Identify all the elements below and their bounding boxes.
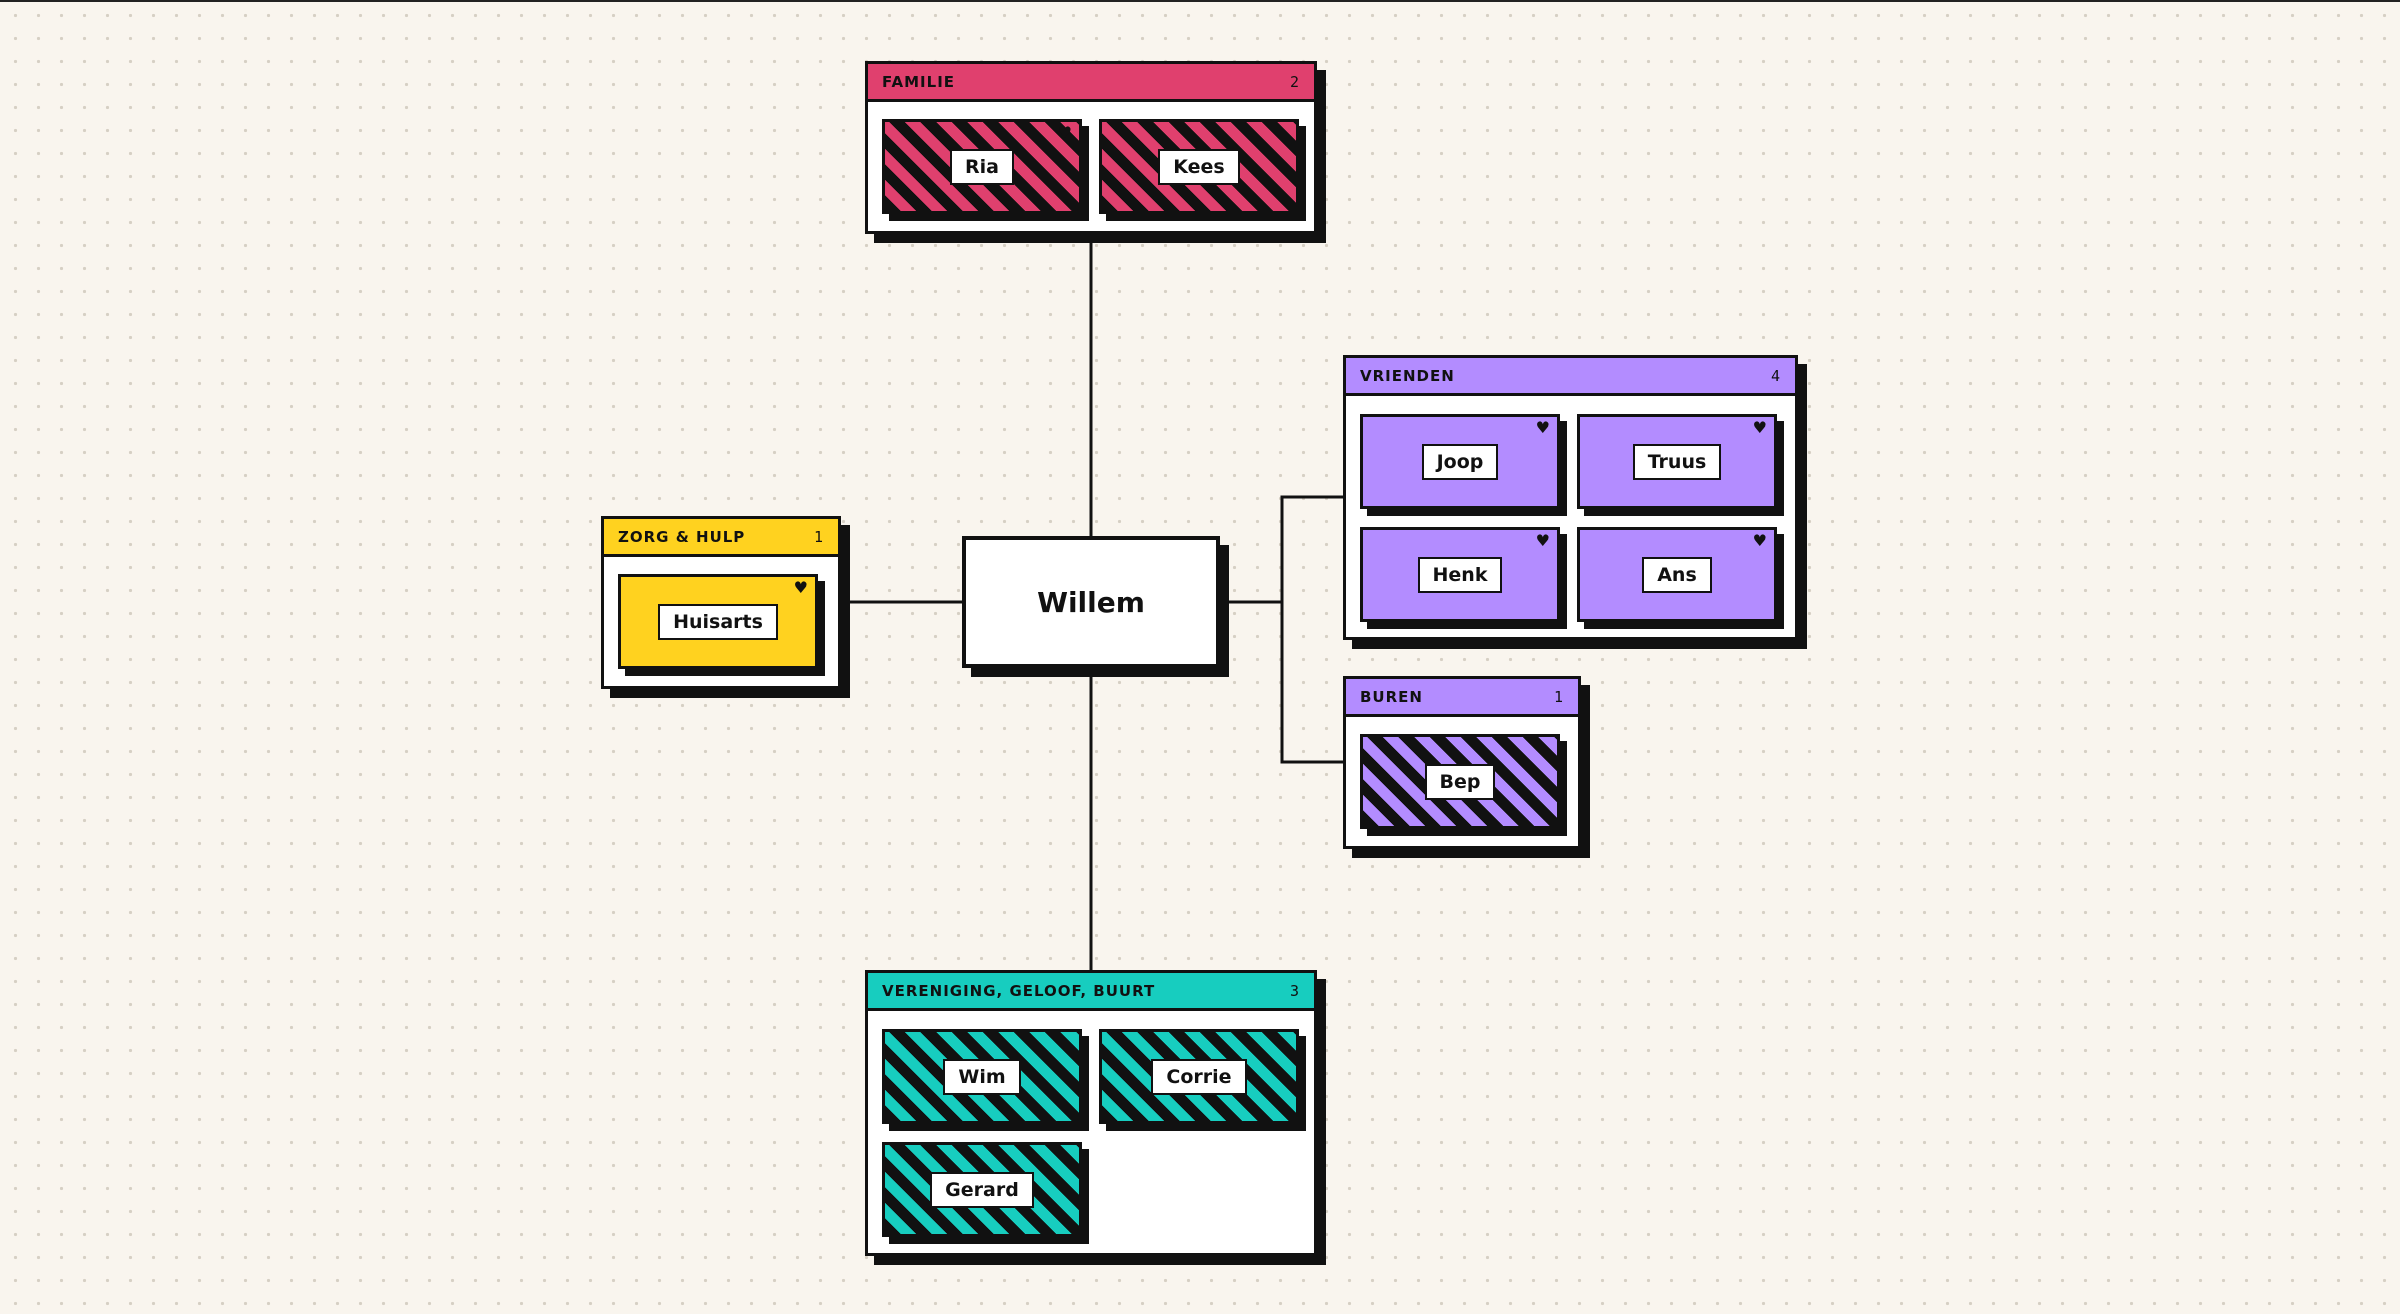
member-card-huisarts[interactable]: Huisarts ♥ (618, 574, 818, 669)
group-header: VERENIGING, GELOOF, BUURT 3 (868, 973, 1314, 1011)
group-zorg-hulp: ZORG & HULP 1 Huisarts ♥ (601, 516, 841, 689)
member-name: Ria (950, 148, 1014, 185)
group-header: BUREN 1 (1346, 679, 1578, 717)
group-title: VERENIGING, GELOOF, BUURT (882, 981, 1156, 1000)
member-card-ria[interactable]: Ria ♥ (882, 119, 1082, 214)
center-person-card[interactable]: Willem (962, 536, 1220, 668)
group-count: 1 (1553, 687, 1564, 706)
group-count: 1 (813, 527, 824, 546)
heart-icon[interactable]: ♥ (1057, 123, 1072, 142)
group-title: FAMILIE (882, 72, 956, 91)
member-card-corrie[interactable]: Corrie (1099, 1029, 1299, 1124)
group-header: FAMILIE 2 (868, 64, 1314, 102)
member-name: Joop (1421, 443, 1499, 480)
connector-buren (1280, 602, 1345, 764)
group-vrienden: VRIENDEN 4 Joop ♥ Truus ♥ Henk ♥ Ans ♥ (1343, 355, 1798, 640)
group-header: ZORG & HULP 1 (604, 519, 838, 557)
group-title: ZORG & HULP (618, 527, 746, 546)
group-count: 3 (1289, 981, 1300, 1000)
member-name: Huisarts (658, 603, 778, 640)
group-header: VRIENDEN 4 (1346, 358, 1795, 396)
member-name: Wim (943, 1058, 1021, 1095)
heart-icon[interactable]: ♥ (1535, 531, 1550, 550)
heart-icon[interactable]: ♥ (1752, 531, 1767, 550)
member-card-joop[interactable]: Joop ♥ (1360, 414, 1560, 509)
member-name: Ans (1642, 556, 1712, 593)
member-name: Gerard (930, 1171, 1034, 1208)
group-count: 4 (1770, 366, 1781, 385)
member-card-ans[interactable]: Ans ♥ (1577, 527, 1777, 622)
member-card-gerard[interactable]: Gerard (882, 1142, 1082, 1237)
member-name: Corrie (1151, 1058, 1247, 1095)
group-vereniging: VERENIGING, GELOOF, BUURT 3 Wim Corrie G… (865, 970, 1317, 1256)
group-title: BUREN (1360, 687, 1423, 706)
member-card-truus[interactable]: Truus ♥ (1577, 414, 1777, 509)
group-count: 2 (1289, 72, 1300, 91)
member-card-wim[interactable]: Wim (882, 1029, 1082, 1124)
connector-vrienden (1280, 495, 1345, 602)
heart-icon[interactable]: ♥ (1752, 418, 1767, 437)
group-familie: FAMILIE 2 Ria ♥ Kees (865, 61, 1317, 234)
heart-icon[interactable]: ♥ (793, 578, 808, 597)
member-card-kees[interactable]: Kees (1099, 119, 1299, 214)
heart-icon[interactable]: ♥ (1535, 418, 1550, 437)
member-name: Bep (1424, 763, 1496, 800)
member-name: Henk (1417, 556, 1503, 593)
member-name: Kees (1158, 148, 1240, 185)
center-person-name: Willem (1037, 585, 1145, 619)
member-card-henk[interactable]: Henk ♥ (1360, 527, 1560, 622)
member-card-bep[interactable]: Bep (1360, 734, 1560, 829)
member-name: Truus (1632, 443, 1722, 480)
top-border-line (0, 0, 2400, 2)
group-buren: BUREN 1 Bep (1343, 676, 1581, 849)
group-title: VRIENDEN (1360, 366, 1455, 385)
